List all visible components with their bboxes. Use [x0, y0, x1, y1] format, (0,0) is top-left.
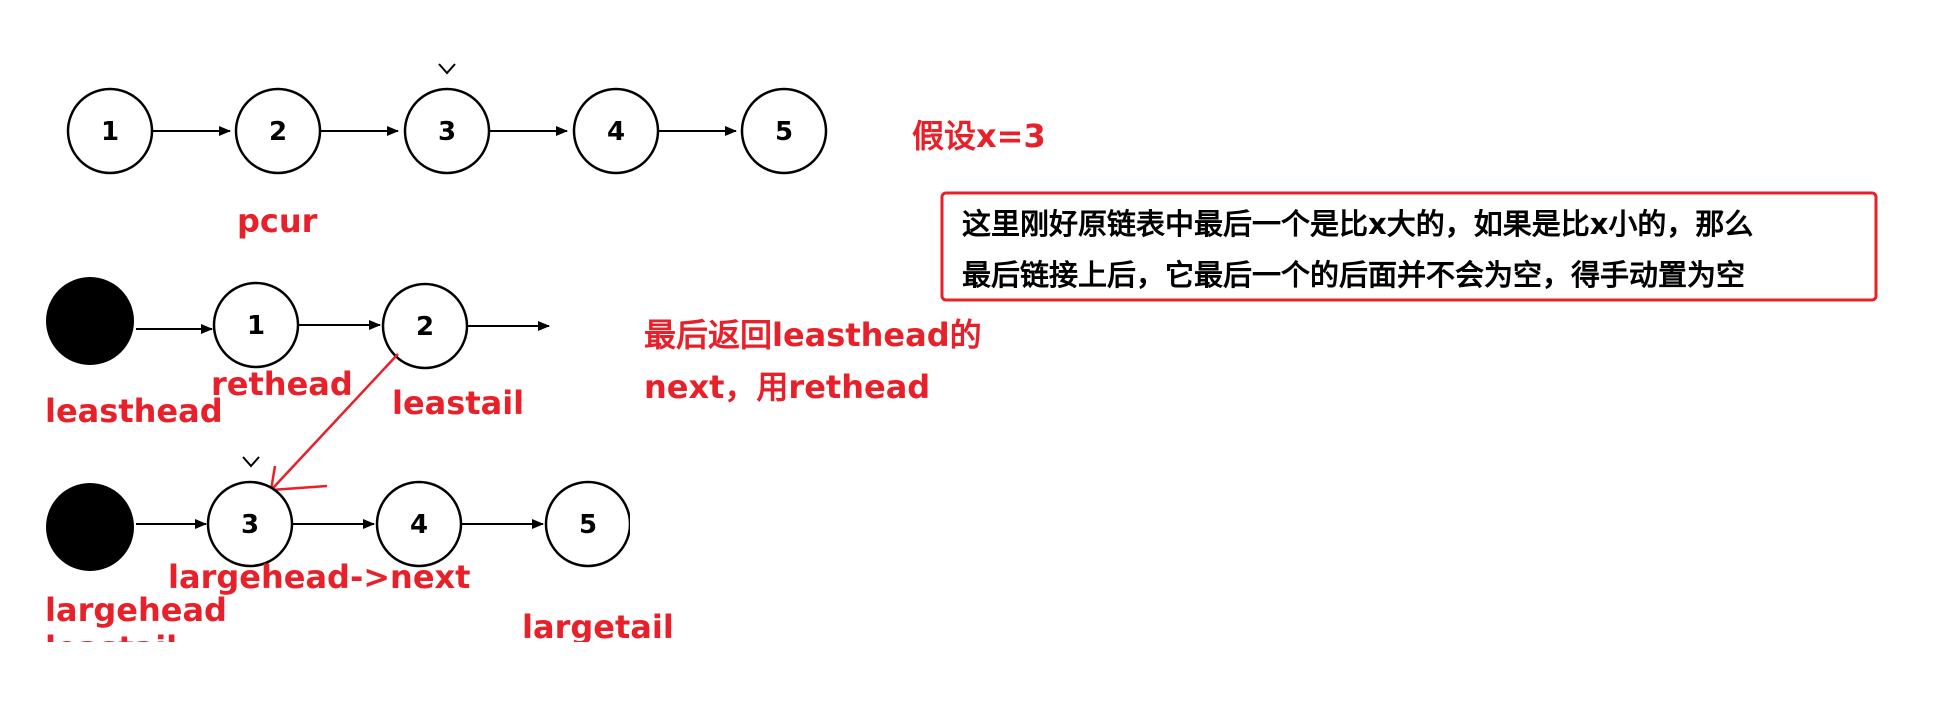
- row3-node-5: 5: [544, 480, 632, 568]
- note-line-1: 这里刚好原链表中最后一个是比x大的，如果是比x小的，那么: [962, 207, 1753, 241]
- return-note-line-1: 最后返回leasthead的: [644, 316, 982, 354]
- note-box: 这里刚好原链表中最后一个是比x大的，如果是比x小的，那么 最后链接上后，它最后一…: [940, 191, 1878, 302]
- largetail-label: largetail: [522, 608, 674, 646]
- node-value: 5: [775, 117, 793, 147]
- node-value: 1: [247, 311, 265, 341]
- row1-node-4: 4: [572, 87, 660, 175]
- row2-list: 1 2: [46, 277, 550, 370]
- leasthead-label: leasthead: [45, 392, 223, 430]
- row1-node-5: 5: [740, 87, 828, 175]
- node-value: 5: [579, 510, 597, 540]
- return-note-line-2: next，用rethead: [644, 368, 930, 406]
- node-value: 1: [101, 117, 119, 147]
- row1-node-3: 3: [403, 87, 491, 175]
- row3-node-4: 4: [375, 480, 463, 568]
- row2-node-2: 2: [381, 282, 469, 370]
- node-value: 4: [607, 117, 625, 147]
- rethead-label: rethead: [211, 365, 353, 403]
- row1-node-2: 2: [234, 87, 322, 175]
- largehead-label: largehead: [45, 591, 227, 629]
- caret-marker-icon: [242, 456, 260, 468]
- row3-list: 3 4 5: [46, 456, 644, 580]
- row1-list: 1 2 3 4 5: [66, 63, 828, 175]
- node-value: 2: [416, 312, 434, 342]
- leastail-label: leastail: [392, 384, 524, 422]
- assumption-label: 假设x=3: [912, 117, 1046, 155]
- row2-node-1: 1: [212, 281, 300, 369]
- link-arrow: [269, 353, 399, 492]
- leasthead-sentinel-node: [46, 277, 134, 365]
- node-value: 4: [410, 510, 428, 540]
- caret-marker-icon: [438, 63, 456, 75]
- row3-node-3: 3: [206, 480, 294, 568]
- note-line-2: 最后链接上后，它最后一个的后面并不会为空，得手动置为空: [962, 258, 1745, 292]
- largehead-sentinel-node: [46, 483, 134, 571]
- largehead-next-label: largehead->next: [168, 558, 470, 596]
- node-value: 3: [241, 510, 259, 540]
- pcur-label: pcur: [237, 202, 318, 240]
- node-value: 3: [438, 117, 456, 147]
- node-value: 2: [269, 117, 287, 147]
- row1-node-1: 1: [66, 87, 154, 175]
- crop-mask: [0, 642, 1950, 723]
